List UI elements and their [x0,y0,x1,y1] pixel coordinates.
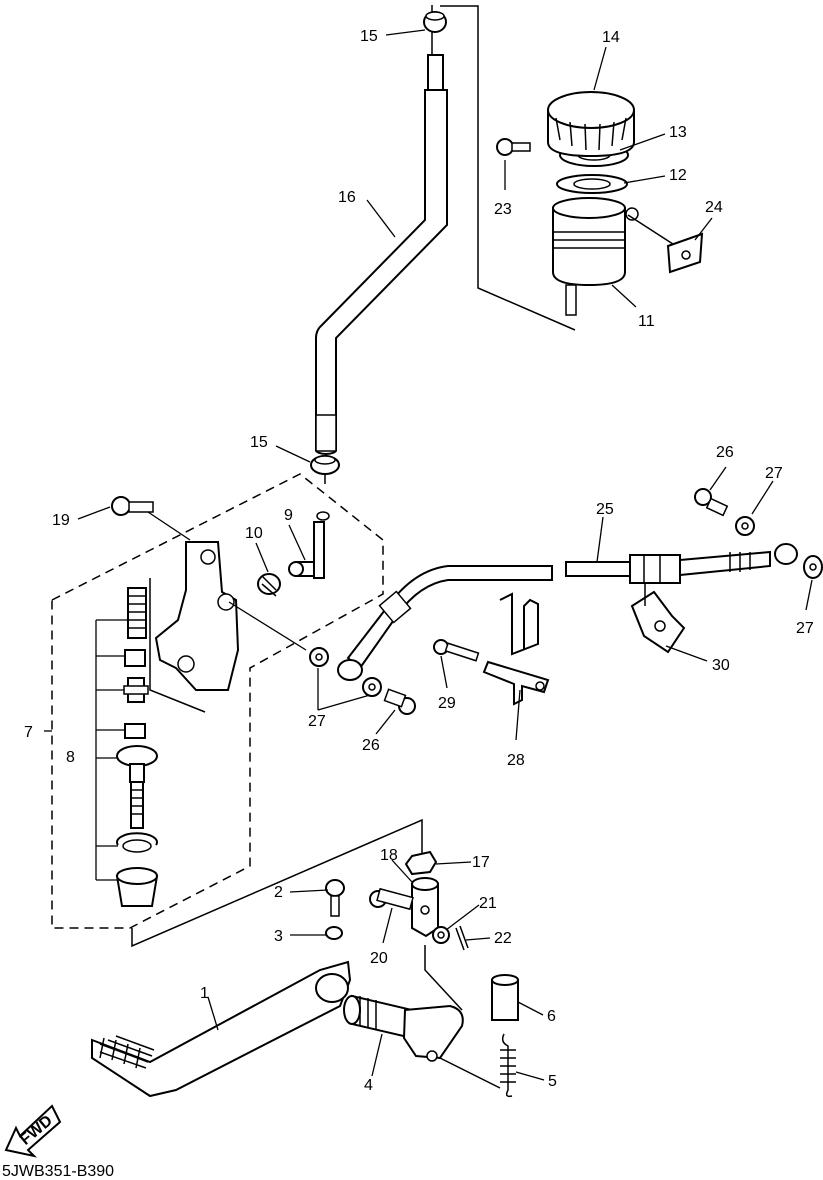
reservoir-bolt [496,138,531,156]
cylinder-kit-circlip [116,832,158,853]
callout-11: 11 [638,313,655,330]
callout-9: 9 [284,507,293,524]
callout-17: 17 [472,854,490,871]
callout-14: 14 [602,29,620,46]
cylinder-kit-piston [123,677,149,703]
fwd-arrow-icon: FWD [4,1104,62,1158]
locknut [404,850,438,876]
callout-27b: 27 [765,465,783,482]
master-cylinder-bolt [111,496,191,541]
adjust-bolt [325,879,345,917]
holder-bolt [433,639,480,662]
callout-20: 20 [370,950,388,967]
hose-washer-right [803,555,823,579]
callout-15b: 15 [250,434,268,451]
cylinder-kit-seal [124,723,146,739]
adjust-nut [325,926,343,940]
callout-29: 29 [438,695,456,712]
callout-4: 4 [364,1077,373,1094]
sleeve [491,974,519,1021]
callout-6: 6 [547,1008,556,1025]
hose-holder [482,592,550,706]
callout-16: 16 [338,189,356,206]
brake-pedal [91,960,352,1098]
callout-labels: 15 16 14 13 12 11 23 24 15 19 10 9 7 8 2… [24,28,814,1094]
callout-15a: 15 [360,28,378,45]
callout-19: 19 [52,512,70,529]
reservoir-gasket [556,174,628,194]
pushrod-clevis [411,877,439,938]
union-bolt [228,511,330,651]
hose-washer-left [309,647,329,667]
callout-23: 23 [494,201,512,218]
callout-1: 1 [200,985,209,1002]
pin-washer [432,926,450,944]
callout-24: 24 [705,199,723,216]
cylinder-kit-cup [124,649,146,667]
kit-bracket-lines [44,619,128,881]
callout-27c: 27 [796,620,814,637]
callout-21: 21 [479,895,497,912]
reservoir-bracket [627,214,704,274]
callout-3: 3 [274,928,283,945]
callout-28: 28 [507,752,525,769]
callout-22: 22 [494,930,512,947]
brake-hose [337,543,798,681]
hose-guide [630,583,686,654]
reservoir-tank [440,5,639,331]
reservoir-hose [315,5,448,455]
return-spring [439,1033,516,1098]
hose-washer-right-top [735,516,755,536]
callout-7: 7 [24,724,33,741]
pivot-pin [369,887,414,911]
callout-8: 8 [66,749,75,766]
assembly-outline [51,473,384,929]
cylinder-kit-boot [115,867,159,907]
pedal-shaft [343,994,464,1062]
callout-26a: 26 [362,737,380,754]
hose-clamp-top [423,11,447,33]
bleed-screw [257,573,281,597]
callout-30: 30 [712,657,730,674]
callout-13: 13 [669,124,687,141]
hose-clamp-bottom [310,455,340,484]
callout-10: 10 [245,525,263,542]
union-bolt-left [383,688,416,715]
cotter-pin [455,925,469,951]
callout-26b: 26 [716,444,734,461]
union-bolt-right [694,488,729,517]
callout-12: 12 [669,167,687,184]
master-cylinder [149,541,240,713]
pushrod-link [131,818,463,1011]
callout-5: 5 [548,1073,557,1090]
diagram-code: 5JWB351-B390 [2,1163,114,1180]
callout-leaders [77,29,813,1081]
callout-2: 2 [274,884,283,901]
cylinder-kit-pushrod [116,745,158,829]
callout-27a: 27 [308,713,326,730]
cylinder-kit-spring [127,587,147,639]
reservoir-cap [547,91,635,158]
callout-18: 18 [380,847,398,864]
callout-25: 25 [596,501,614,518]
hose-washer-left-2 [362,677,382,697]
